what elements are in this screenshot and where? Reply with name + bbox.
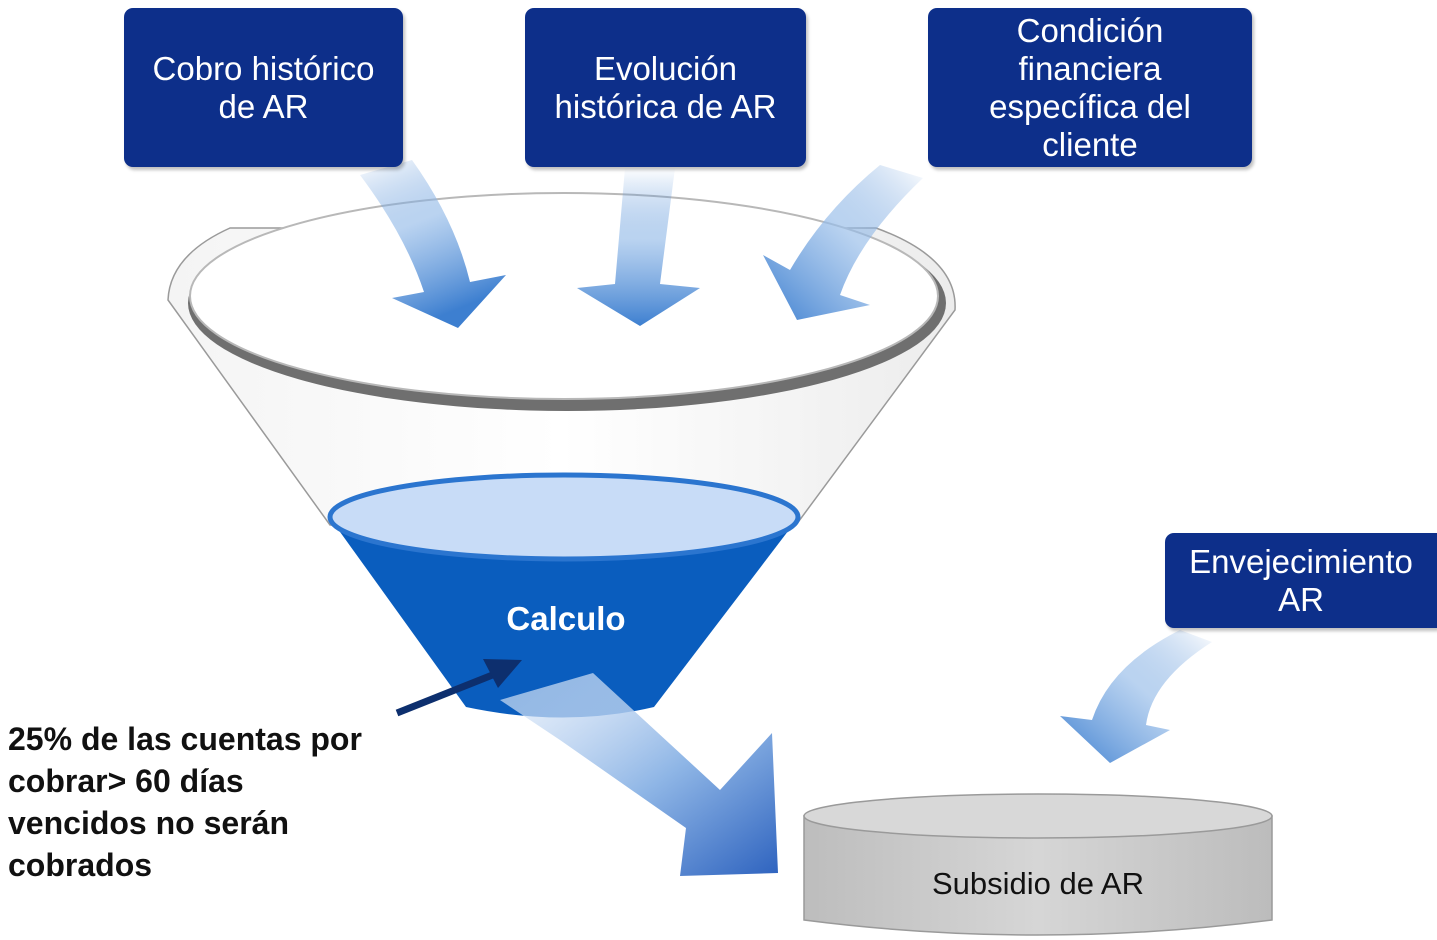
input-arrow-3 xyxy=(763,165,923,320)
input-box-label: Condición financiera específica del clie… xyxy=(989,11,1191,163)
funnel-rim xyxy=(189,192,939,400)
result-cylinder-top xyxy=(803,793,1273,839)
input-box-label: Envejecimiento AR xyxy=(1189,542,1413,618)
funnel-label: Calculo xyxy=(506,600,626,637)
note-line: vencidos no serán xyxy=(8,805,289,841)
input-box-label: Evolución histórica de AR xyxy=(554,49,777,125)
input-box-customer-financial-condition: Condición financiera específica del clie… xyxy=(928,8,1252,167)
note-line: cobrar> 60 días xyxy=(8,763,244,799)
input-arrow-1 xyxy=(360,160,506,328)
input-box-ar-aging: Envejecimiento AR xyxy=(1165,533,1437,628)
note-line: 25% de las cuentas por xyxy=(8,721,362,757)
input-arrow-2 xyxy=(577,168,700,326)
calculation-note: 25% de las cuentas por cobrar> 60 días v… xyxy=(8,718,448,886)
result-cylinder-body xyxy=(803,815,1273,936)
input-box-historical-collection: Cobro histórico de AR xyxy=(124,8,403,167)
input-arrow-4 xyxy=(1060,630,1212,763)
note-pointer-arrow xyxy=(395,668,502,717)
output-arrow xyxy=(500,673,778,876)
note-line: cobrados xyxy=(8,847,153,883)
funnel-liquid xyxy=(330,518,798,718)
funnel-liquid-surface xyxy=(327,472,801,562)
input-box-label: Cobro histórico de AR xyxy=(152,49,375,125)
input-box-historical-evolution: Evolución histórica de AR xyxy=(525,8,806,167)
note-pointer-arrowhead xyxy=(483,659,522,688)
result-label: Subsidio de AR xyxy=(932,866,1144,901)
